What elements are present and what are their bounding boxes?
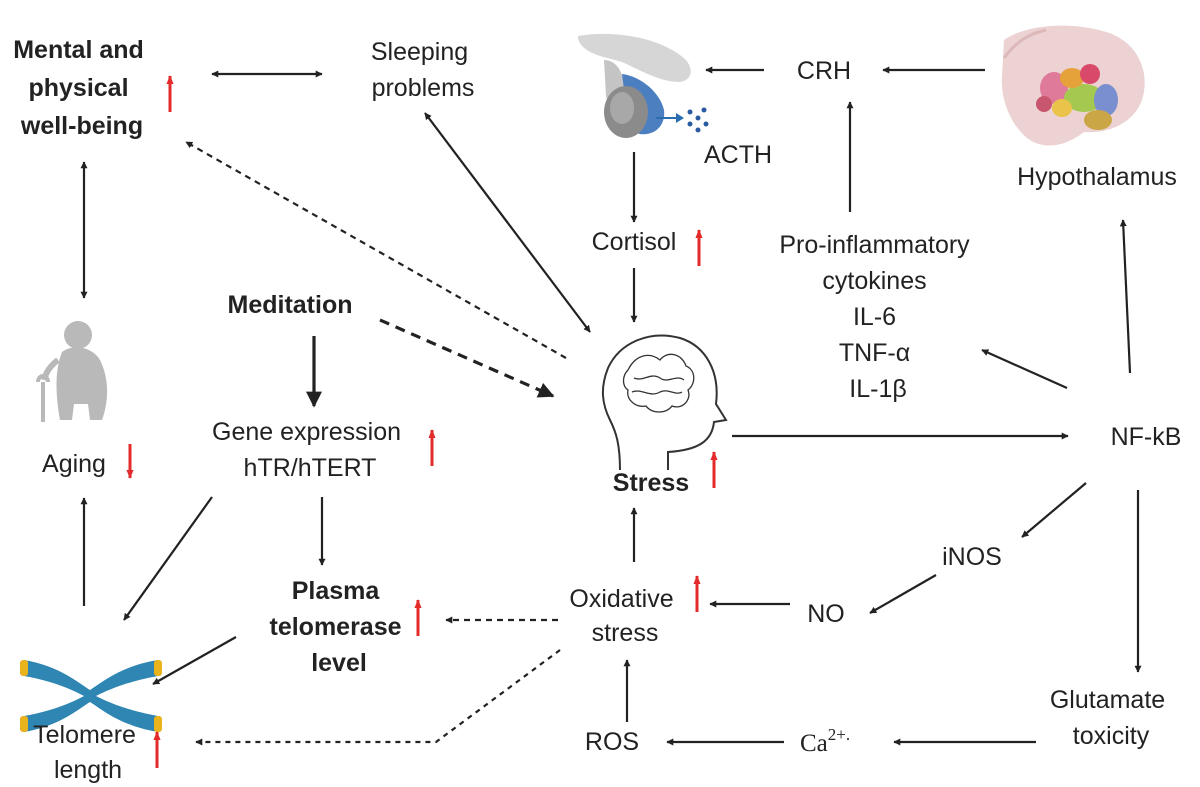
elderly-person-silhouette: [36, 321, 108, 422]
arrow-nfkb-cytokines: [981, 348, 1068, 390]
stress-label: Stress: [613, 469, 689, 497]
arrow-gene-telomere: [123, 496, 213, 621]
arrow-nfkb-hypothalamus: [1119, 219, 1132, 374]
hypothalamus-label: Hypothalamus: [1017, 163, 1177, 191]
arrow-inos-no: [869, 574, 937, 614]
arrow-sleeping-stress: [424, 112, 591, 333]
cortisol-label: Cortisol: [592, 228, 677, 256]
glutamate-toxicity-label: Glutamate toxicity: [1050, 686, 1172, 750]
crh-label: CRH: [797, 57, 851, 85]
arrow-nfkb-inos: [1021, 482, 1087, 538]
acth-label: ACTH: [704, 141, 772, 169]
inos-label: iNOS: [942, 543, 1002, 571]
brain-scribble: [622, 353, 695, 413]
calcium-label: Ca2+.: [800, 725, 850, 757]
arrows: [80, 66, 1142, 746]
nfkb-label: NF-kB: [1111, 423, 1182, 451]
indicators: [126, 75, 718, 768]
wellbeing-label: Mental and physical well-being: [13, 36, 151, 140]
telomere-length-label: Telomere length: [33, 721, 143, 784]
cytokines-label: Pro-inflammatory cytokines IL-6 TNF-α IL…: [779, 231, 976, 403]
head-profile-illustration: [602, 334, 728, 471]
meditation-label: Meditation: [228, 291, 353, 319]
labels: Mental and physical well-being Sleeping …: [13, 36, 1181, 784]
chromosome-illustration: [20, 660, 162, 732]
arrow-oxidative-telomere-dashed: [195, 649, 561, 746]
ros-label: ROS: [585, 728, 639, 756]
arrow-meditation-stress-dashed: [379, 318, 555, 398]
gene-expression-label: Gene expression hTR/hTERT: [212, 418, 408, 482]
plasma-telomerase-label: Plasma telomerase level: [270, 577, 409, 677]
pituitary-illustration: [578, 33, 709, 138]
no-label: NO: [807, 600, 845, 628]
aging-label: Aging: [42, 450, 106, 478]
arrow-stress-wellbeing-dashed: [185, 141, 567, 359]
oxidative-stress-label: Oxidative stress: [569, 585, 680, 647]
sleeping-problems-label: Sleeping problems: [371, 38, 475, 102]
arrow-plasma-telomere: [152, 636, 237, 685]
hypothalamus-brain-illustration: [1001, 25, 1145, 146]
